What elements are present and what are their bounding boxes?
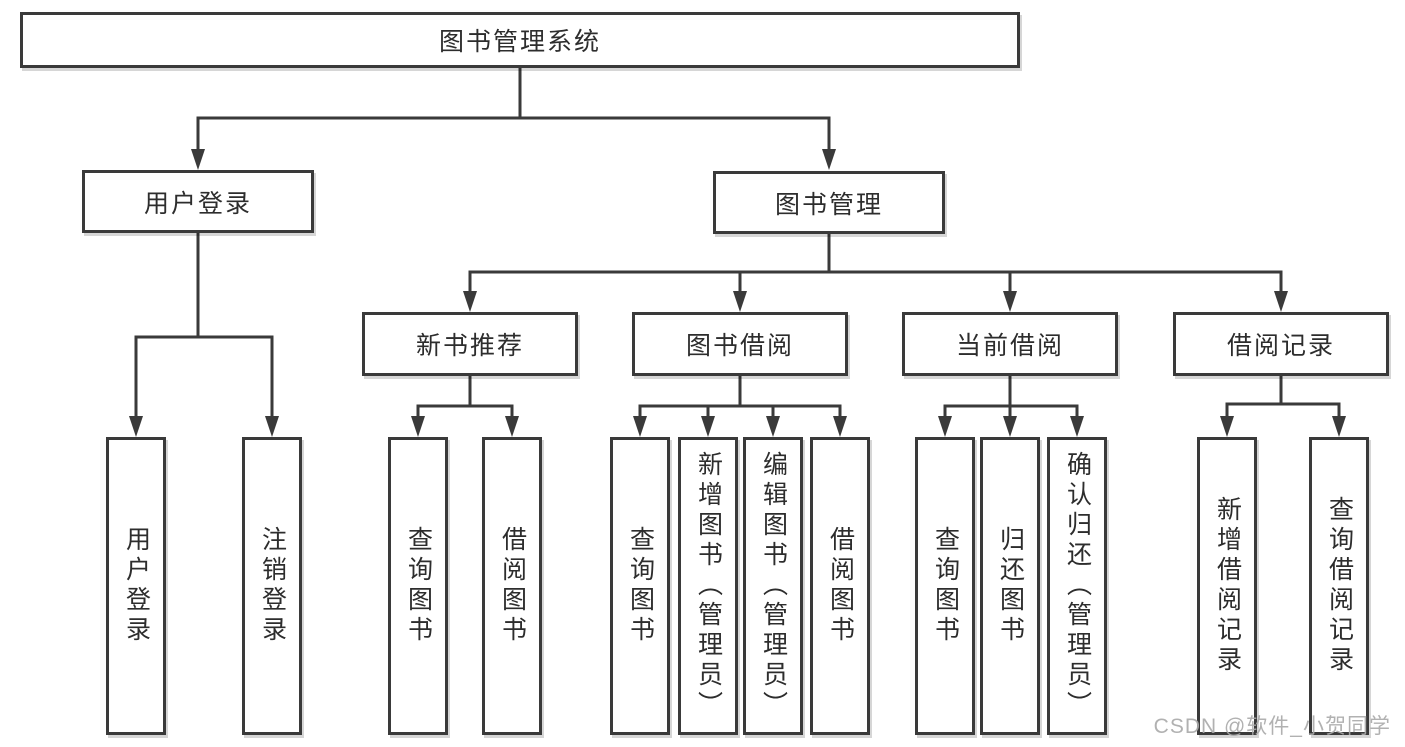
leaf-borrow-query-books: 查询图书 [610, 437, 670, 735]
leaf-recommend-query-books: 查询图书 [388, 437, 448, 735]
node-borrow-records: 借阅记录 [1173, 312, 1389, 376]
leaf-user-login: 用户登录 [106, 437, 166, 735]
leaf-current-query-books: 查询图书 [915, 437, 975, 735]
leaf-borrow-books: 借阅图书 [810, 437, 870, 735]
node-root: 图书管理系统 [20, 12, 1020, 68]
node-user-login: 用户登录 [82, 170, 314, 233]
csdn-watermark: CSDN @软件_小贺同学 [1153, 715, 1391, 738]
leaf-query-borrow-record: 查询借阅记录 [1309, 437, 1369, 735]
arrowheads [129, 149, 1346, 437]
node-current-borrow: 当前借阅 [902, 312, 1118, 376]
leaf-recommend-borrow-books: 借阅图书 [482, 437, 542, 735]
leaf-edit-books-admin: 编辑图书（管理员） [743, 437, 803, 735]
leaf-add-books-admin: 新增图书（管理员） [678, 437, 738, 735]
leaf-return-books: 归还图书 [980, 437, 1040, 735]
node-new-book-recommend: 新书推荐 [362, 312, 578, 376]
leaf-logout-login: 注销登录 [242, 437, 302, 735]
leaf-add-borrow-record: 新增借阅记录 [1197, 437, 1257, 735]
node-book-borrow: 图书借阅 [632, 312, 848, 376]
node-book-management: 图书管理 [713, 171, 945, 234]
leaf-confirm-return-admin: 确认归还（管理员） [1047, 437, 1107, 735]
